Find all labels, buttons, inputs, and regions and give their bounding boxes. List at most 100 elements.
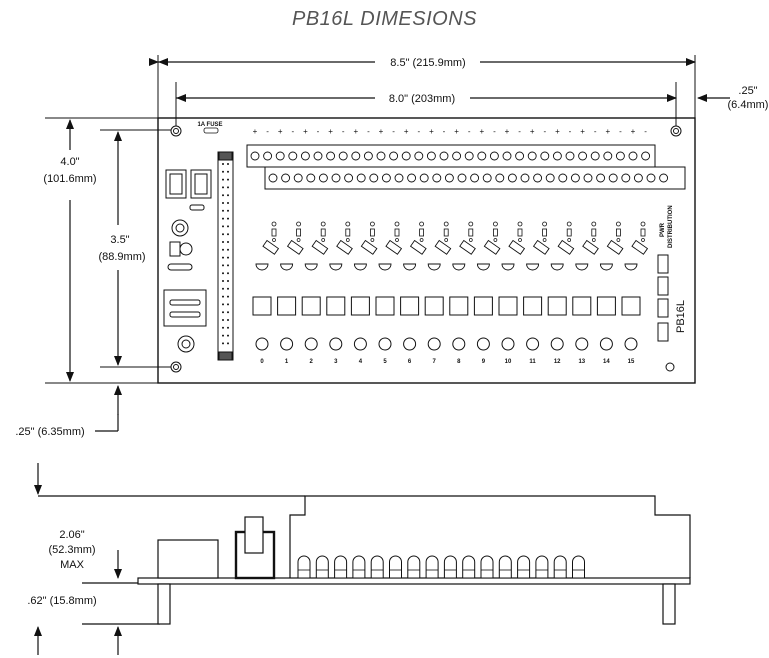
led: [427, 263, 441, 271]
terminal-screw: [281, 173, 291, 183]
ribbon-pin: [227, 280, 229, 282]
diode: [606, 239, 624, 255]
standoff-label: .62" (15.8mm): [27, 595, 96, 607]
ribbon-pin: [227, 311, 229, 314]
diode: [311, 239, 329, 255]
ribbon-pin: [227, 303, 229, 306]
terminal-screw: [363, 151, 373, 161]
led: [403, 263, 417, 271]
test-point: [517, 221, 523, 227]
terminal-screw: [603, 151, 613, 161]
fuse-label: 1A FUSE: [197, 122, 222, 128]
channel-label: 5: [383, 359, 387, 365]
resistor: [443, 228, 449, 237]
terminal-screw: [414, 151, 424, 161]
diode: [434, 239, 452, 255]
terminal-screw: [565, 151, 575, 161]
polarity-label: -: [392, 127, 395, 136]
terminal-screw: [502, 151, 512, 161]
channel-label: 8: [457, 359, 461, 365]
overall-width-label: 8.5" (215.9mm): [390, 57, 465, 69]
terminal-screw: [659, 173, 669, 183]
side-led: [498, 555, 512, 579]
polarity-label: -: [644, 127, 647, 136]
test-point: [567, 238, 572, 242]
terminal-screw: [558, 173, 568, 183]
hole-spacing-label: 8.0" (203mm): [389, 93, 455, 105]
test-point: [419, 238, 424, 242]
side-led: [462, 555, 476, 579]
ribbon-pin: [227, 170, 229, 173]
ribbon-connector: [217, 151, 234, 361]
diode: [459, 239, 476, 255]
channel-led: [353, 337, 367, 351]
ribbon-pin: [227, 342, 229, 345]
test-point: [616, 221, 621, 227]
ribbon-pin: [227, 233, 229, 236]
power-components: [163, 169, 212, 353]
terminal-screw: [344, 173, 354, 183]
ribbon-pin: [222, 334, 224, 337]
terminal-screw: [439, 151, 449, 161]
diode: [631, 239, 649, 255]
side-height-label: 2.06": [59, 529, 84, 541]
polarity-label: -: [493, 127, 496, 136]
test-point: [320, 221, 326, 227]
led: [526, 263, 540, 271]
ribbon-pin: [222, 225, 224, 228]
ribbon-pin: [227, 326, 229, 329]
ribbon-pin: [222, 186, 224, 189]
terminal-screw: [275, 151, 285, 161]
led: [329, 263, 343, 271]
ribbon-pin: [227, 217, 229, 220]
polarity-label: +: [253, 127, 258, 136]
channel-label: 3: [334, 359, 338, 365]
ribbon-pins: [222, 163, 229, 345]
channel-label: 14: [603, 359, 610, 365]
diode: [483, 239, 501, 255]
right-offset-label: .25": [738, 85, 757, 97]
channel-label: 2: [310, 359, 314, 365]
channel-led: [403, 337, 417, 351]
test-point: [468, 238, 473, 242]
relay: [449, 296, 469, 316]
channel-label: 10: [505, 359, 512, 365]
ribbon-pin: [222, 163, 224, 165]
diode: [508, 239, 526, 255]
channel-led: [476, 337, 490, 351]
terminal-screw: [300, 151, 310, 161]
terminal-screw: [263, 151, 273, 161]
polarity-label: -: [543, 127, 546, 136]
terminal-screw: [583, 173, 593, 183]
resistor: [492, 228, 498, 237]
ribbon-pin: [222, 170, 224, 173]
relay: [301, 296, 321, 316]
side-view-reference-lines: [34, 463, 305, 655]
test-point: [616, 238, 621, 242]
hole-height-mm: (88.9mm): [98, 251, 145, 263]
side-led: [315, 555, 329, 579]
ribbon-pin: [222, 248, 224, 251]
ribbon-pin: [222, 326, 224, 329]
ribbon-pin: [227, 256, 229, 259]
led: [575, 263, 589, 271]
ribbon-pin: [227, 319, 229, 321]
test-point: [296, 238, 301, 242]
channel-led: [526, 337, 540, 351]
bottom-offset-dimension: [95, 385, 122, 432]
channel-led: [427, 337, 441, 351]
side-view-leds: [297, 555, 585, 579]
terminal-screw: [389, 151, 399, 161]
terminal-screw: [326, 151, 336, 161]
resistor: [542, 228, 547, 237]
side-led: [425, 555, 439, 579]
ribbon-pin: [227, 163, 229, 165]
led: [378, 263, 392, 271]
resistor: [566, 228, 572, 237]
resistor: [369, 228, 375, 237]
led: [280, 263, 294, 271]
ribbon-pin: [222, 342, 224, 345]
ribbon-pin: [227, 295, 229, 298]
side-led: [352, 555, 366, 579]
terminal-screw: [250, 151, 260, 161]
